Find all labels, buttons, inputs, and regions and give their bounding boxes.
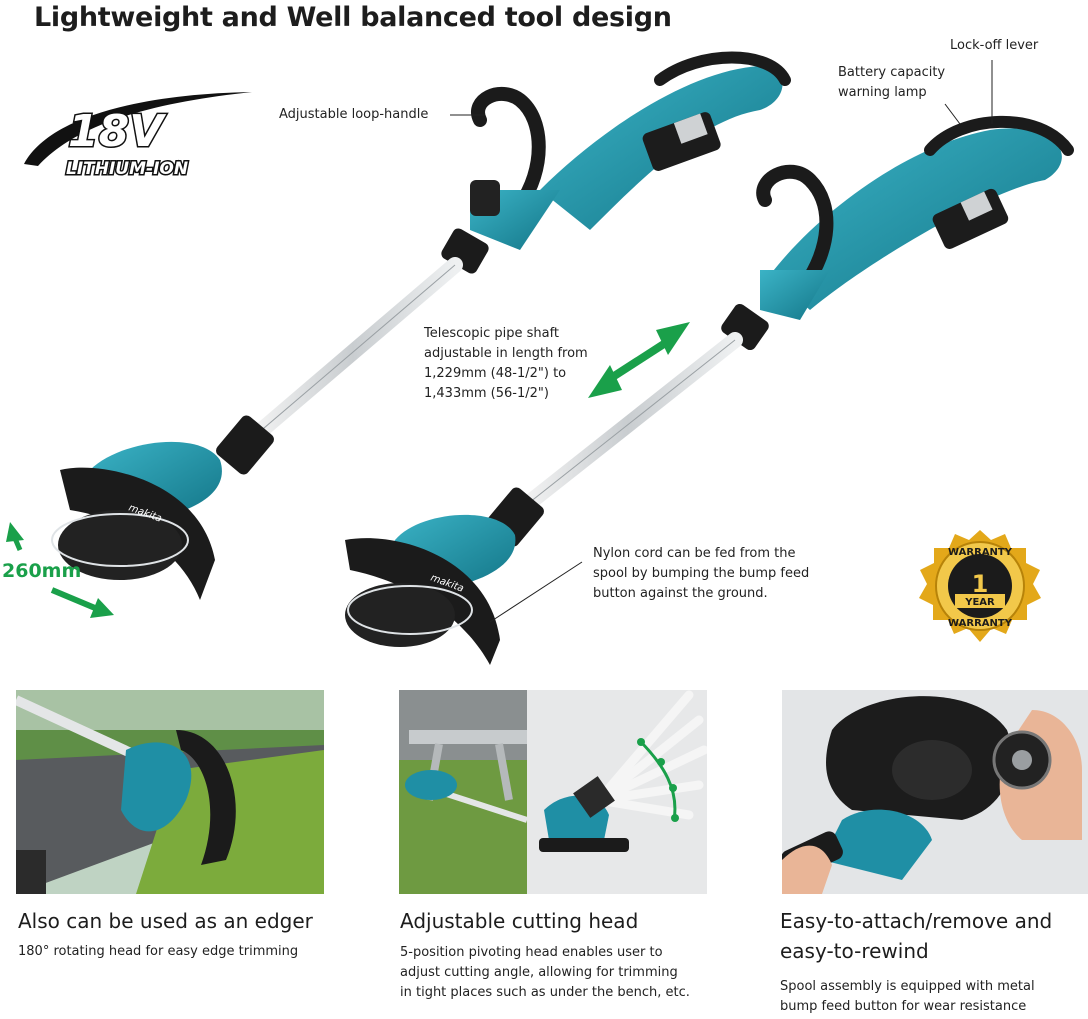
telescopic-line3: 1,229mm (48-1/2") to [424,366,567,381]
lock-off-lever-label: Lock-off lever [950,38,1039,53]
edger-photo [16,690,324,894]
telescopic-arrow-icon [588,322,690,398]
battery-lamp-line1: Battery capacity [838,65,946,80]
product-illustration: makita makita [0,40,1088,680]
spool-desc-line2: bump feed button for wear resistance [780,999,1027,1014]
page-title: Lightweight and Well balanced tool desig… [34,2,672,33]
lithium-ion-text: LITHIUM-ION [66,159,188,179]
spool-title-line1: Easy-to-attach/remove and [780,909,1053,933]
cutting-head-desc-line3: in tight places such as under the bench,… [400,985,690,1000]
nylon-cord-leader [489,561,583,623]
loop-handle-label: Adjustable loop-handle [279,107,429,122]
nylon-cord-label: Nylon cord can be fed from the spool by … [593,544,809,604]
badge-top-text: WARRANTY [948,547,1013,558]
telescopic-label: Telescopic pipe shaft adjustable in leng… [424,324,588,404]
nylon-line3: button against the ground. [593,586,768,601]
cutting-head-desc-line2: adjust cutting angle, allowing for trimm… [400,965,678,980]
cutting-head-desc-line1: 5-position pivoting head enables user to [400,945,663,960]
battery-lamp-leader [944,103,961,125]
warranty-badge: WARRANTY 1 YEAR WARRANTY [915,528,1045,646]
badge-bottom-text: WARRANTY [948,618,1013,629]
lithium-ion-logo: 18V LITHIUM-ION [18,88,254,184]
edger-width-label: 260mm [2,560,82,582]
spool-photo [782,690,1088,894]
telescopic-line1: Telescopic pipe shaft [424,326,560,341]
feature-spool-title: Easy-to-attach/remove and easy-to-rewind [780,906,1052,966]
feature-cutting-head-desc: 5-position pivoting head enables user to… [400,943,690,1003]
spool-desc-line1: Spool assembly is equipped with metal [780,979,1035,994]
telescopic-line4: 1,433mm (56-1/2") [424,386,549,401]
badge-unit: YEAR [964,597,995,608]
trimmer-left: makita [51,51,791,600]
feature-spool-desc: Spool assembly is equipped with metal bu… [780,977,1035,1017]
badge-number: 1 [972,570,989,598]
nylon-line2: spool by bumping the bump feed [593,566,810,581]
feature-edger-desc: 180° rotating head for easy edge trimmin… [18,944,299,959]
feature-edger-title: Also can be used as an edger [18,909,313,933]
cutting-head-photo [399,690,707,894]
telescopic-line2: adjustable in length from [424,346,588,361]
battery-lamp-label: Battery capacity warning lamp [838,63,945,103]
edger-width-arrow-icon [6,522,114,618]
spool-title-line2: easy-to-rewind [780,939,929,963]
voltage-text: 18V [68,106,166,157]
feature-cutting-head-title: Adjustable cutting head [400,909,639,933]
nylon-line1: Nylon cord can be fed from the [593,546,796,561]
trimmer-right: makita [345,115,1074,665]
battery-lamp-line2: warning lamp [838,85,927,100]
